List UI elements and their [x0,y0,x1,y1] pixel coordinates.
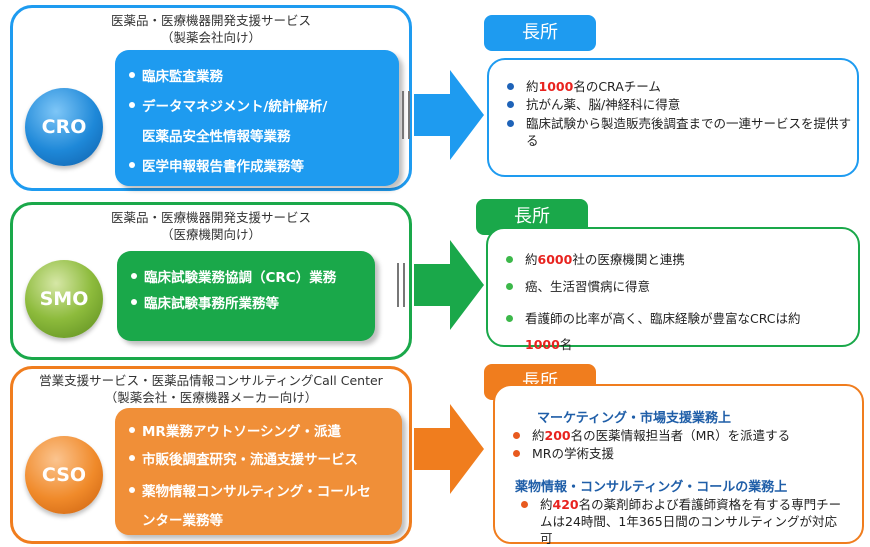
bullet-icon [131,273,137,279]
bullet-icon [506,283,513,290]
cro-services-box: 臨床監査業務 データマネジメント/統計解析/ 医薬品安全性情報等業務 医学申報報… [115,50,399,186]
cso-label: CSO [41,464,87,486]
bullet-icon [507,101,514,108]
cro-connector-bars [402,91,422,139]
cro-strengths-tag: 長所 [484,15,596,51]
cro-label: CRO [41,116,87,138]
bullet-icon [506,315,513,322]
smo-label: SMO [39,288,89,310]
cso-section-heading: マーケティング・市場支援業務上 [537,411,731,426]
cso-strengths-box: マーケティング・市場支援業務上 約200名の医薬情報担当者（MR）を派遣する M… [493,384,864,546]
cro-service-item: データマネジメント/統計解析/ [129,95,327,115]
cso-service-item: MR業務アウトソーシング・派遣 [129,420,341,440]
cso-circle: CSO [25,436,103,514]
cso-service-item: ンター業務等 [142,513,223,529]
smo-panel-title: 医薬品・医療機器開発支援サービス （医療機関向け） [110,210,311,242]
cro-panel-title: 医薬品・医療機器開発支援サービス （製薬会社向け） [110,13,311,45]
bullet-icon [521,501,528,508]
smo-arrow-icon [414,240,484,330]
cro-arrow-icon [414,70,484,160]
cso-services-box: MR業務アウトソーシング・派遣 市販後調査研究・流通支援サービス 薬物情報コンサ… [115,408,402,535]
bullet-icon [129,455,135,461]
cro-circle: CRO [25,88,103,166]
cro-service-item: 臨床監査業務 [129,65,223,85]
bullet-icon [513,432,520,439]
bullet-icon [513,450,520,457]
bullet-icon [129,102,135,108]
cso-service-item: 市販後調査研究・流通支援サービス [129,448,358,468]
cso-arrow-icon [414,404,484,494]
bullet-icon [507,120,514,127]
smo-service-item: 臨床試験業務協調（CRC）業務 [131,266,336,286]
cro-service-item: 医学申報報告書作成業務等 [129,155,304,175]
bullet-icon [129,162,135,168]
cro-service-item: 医薬品安全性情報等業務 [142,129,291,145]
bullet-icon [129,427,135,433]
cso-service-item: 薬物情報コンサルティング・コールセ [129,480,371,500]
smo-circle: SMO [25,260,103,338]
smo-service-item: 臨床試験事務所業務等 [131,292,279,312]
cso-panel-title: 営業支援サービス・医薬品情報コンサルティングCall Center （製薬会社・… [39,373,383,405]
smo-strengths-box: 約6000社の医療機関と連携 癌、生活習慣病に得意 看護師の比率が高く、臨床経験… [486,227,860,352]
cso-section-heading: 薬物情報・コンサルティング・コールの業務上 [515,480,788,495]
bullet-icon [129,72,135,78]
smo-connector-bars [397,263,417,307]
smo-services-box: 臨床試験業務協調（CRC）業務 臨床試験事務所業務等 [117,251,375,341]
bullet-icon [506,256,513,263]
bullet-icon [507,83,514,90]
bullet-icon [131,299,137,305]
cro-strengths-box: 約1000名のCRAチーム 抗がん薬、脳/神経科に得意 臨床試験から製造販売後調… [487,58,859,177]
bullet-icon [129,487,135,493]
